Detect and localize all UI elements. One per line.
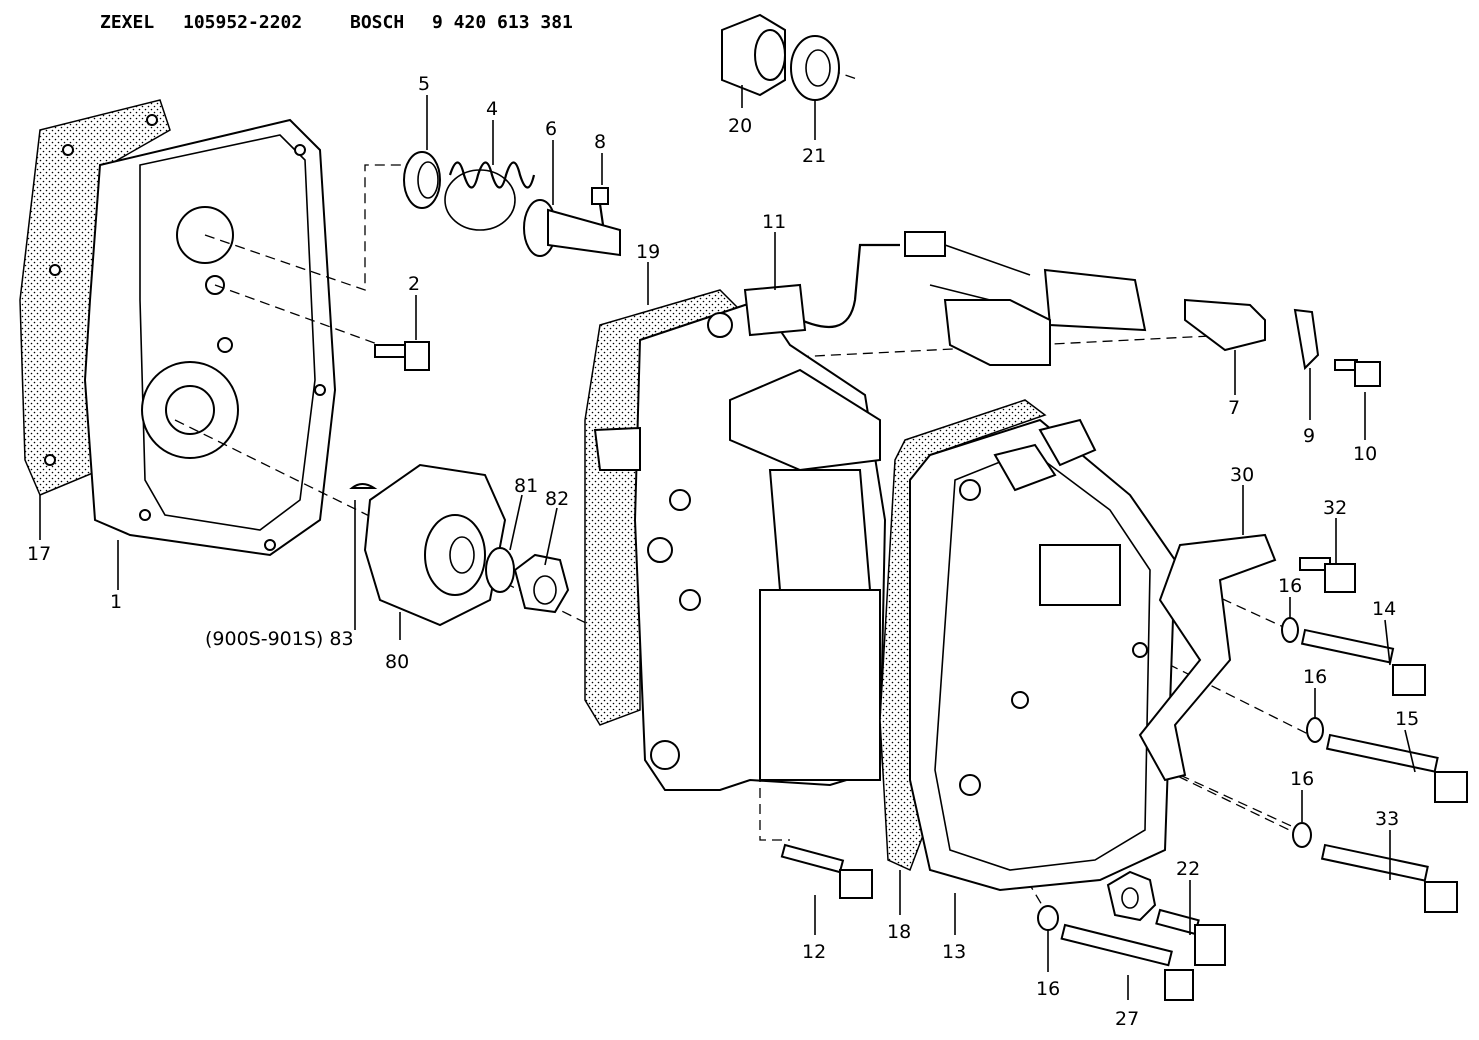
callout-81: 81 [514, 475, 538, 497]
callout-leaders [39, 85, 1416, 1000]
callout-17: 17 [27, 543, 51, 565]
callout-16a: 16 [1278, 575, 1302, 597]
gasket-19 [584, 289, 742, 726]
key-83 [349, 483, 378, 489]
callout-9: 9 [1303, 425, 1315, 447]
callout-11: 11 [762, 211, 786, 233]
sensor-7 [1184, 298, 1266, 352]
bracket-30 [1138, 533, 1277, 782]
callout-2: 2 [408, 273, 420, 295]
screw-8 [591, 187, 609, 226]
callout-10: 10 [1353, 443, 1377, 465]
callout-27: 27 [1115, 1008, 1139, 1030]
partno2-label: 9 420 613 381 [432, 12, 573, 33]
callout-7: 7 [1228, 397, 1240, 419]
callout-15: 15 [1395, 708, 1419, 730]
callout-16d: 16 [1036, 978, 1060, 1000]
plug-20 [721, 13, 786, 97]
callout-80: 80 [385, 651, 409, 673]
callout-16b: 16 [1303, 666, 1327, 688]
bolt-22 [1155, 908, 1226, 966]
housing-1 [83, 118, 337, 557]
washer-16a [1281, 617, 1299, 643]
partno1-label: 105952-2202 [183, 12, 302, 33]
snap-ring-5 [403, 151, 441, 209]
callout-20: 20 [728, 115, 752, 137]
bolt-14 [1300, 628, 1426, 696]
callout-8: 8 [594, 131, 606, 153]
callout-19: 19 [636, 241, 660, 263]
washer-21 [790, 35, 840, 101]
bolt-32 [1299, 557, 1356, 593]
callout-13: 13 [942, 941, 966, 963]
washer-16d [1037, 905, 1059, 931]
washer-16b [1306, 717, 1324, 743]
header: ZEXEL 105952-2202 BOSCH 9 420 613 381 [100, 12, 573, 33]
control-unit [593, 298, 887, 791]
callout-5: 5 [418, 73, 430, 95]
maker2-label: BOSCH [350, 12, 404, 33]
callout-83: (900S-901S) 83 [205, 628, 354, 650]
harness-11 [743, 231, 1147, 366]
spring-4 [444, 161, 536, 231]
nut-22 [1106, 870, 1157, 922]
cover-13 [909, 418, 1177, 892]
callout-18: 18 [887, 921, 911, 943]
callout-12: 12 [802, 941, 826, 963]
callout-32: 32 [1323, 497, 1347, 519]
callout-numbers: 5 4 6 8 2 20 21 11 19 7 9 10 30 32 16 14… [27, 73, 1419, 1030]
bolt-2 [374, 341, 430, 371]
callout-30: 30 [1230, 464, 1254, 486]
callout-33: 33 [1375, 808, 1399, 830]
callout-1: 1 [110, 591, 122, 613]
callout-21: 21 [802, 145, 826, 167]
bolt-27 [1060, 923, 1194, 1001]
callout-82: 82 [545, 488, 569, 510]
callout-6: 6 [545, 118, 557, 140]
callout-16c: 16 [1290, 768, 1314, 790]
bolt-33 [1320, 843, 1458, 913]
plunger-6 [523, 199, 621, 257]
maker1-label: ZEXEL [100, 12, 154, 33]
nut-82 [513, 553, 570, 614]
screw-10 [1334, 359, 1381, 387]
callout-4: 4 [486, 98, 498, 120]
bolt-12 [780, 843, 873, 899]
rotor-80 [363, 463, 507, 627]
washer-16c [1292, 822, 1312, 848]
bracket-9 [1293, 308, 1320, 371]
washer-81 [485, 547, 515, 593]
callout-22: 22 [1176, 858, 1200, 880]
bolt-15 [1325, 733, 1468, 803]
callout-14: 14 [1372, 598, 1396, 620]
